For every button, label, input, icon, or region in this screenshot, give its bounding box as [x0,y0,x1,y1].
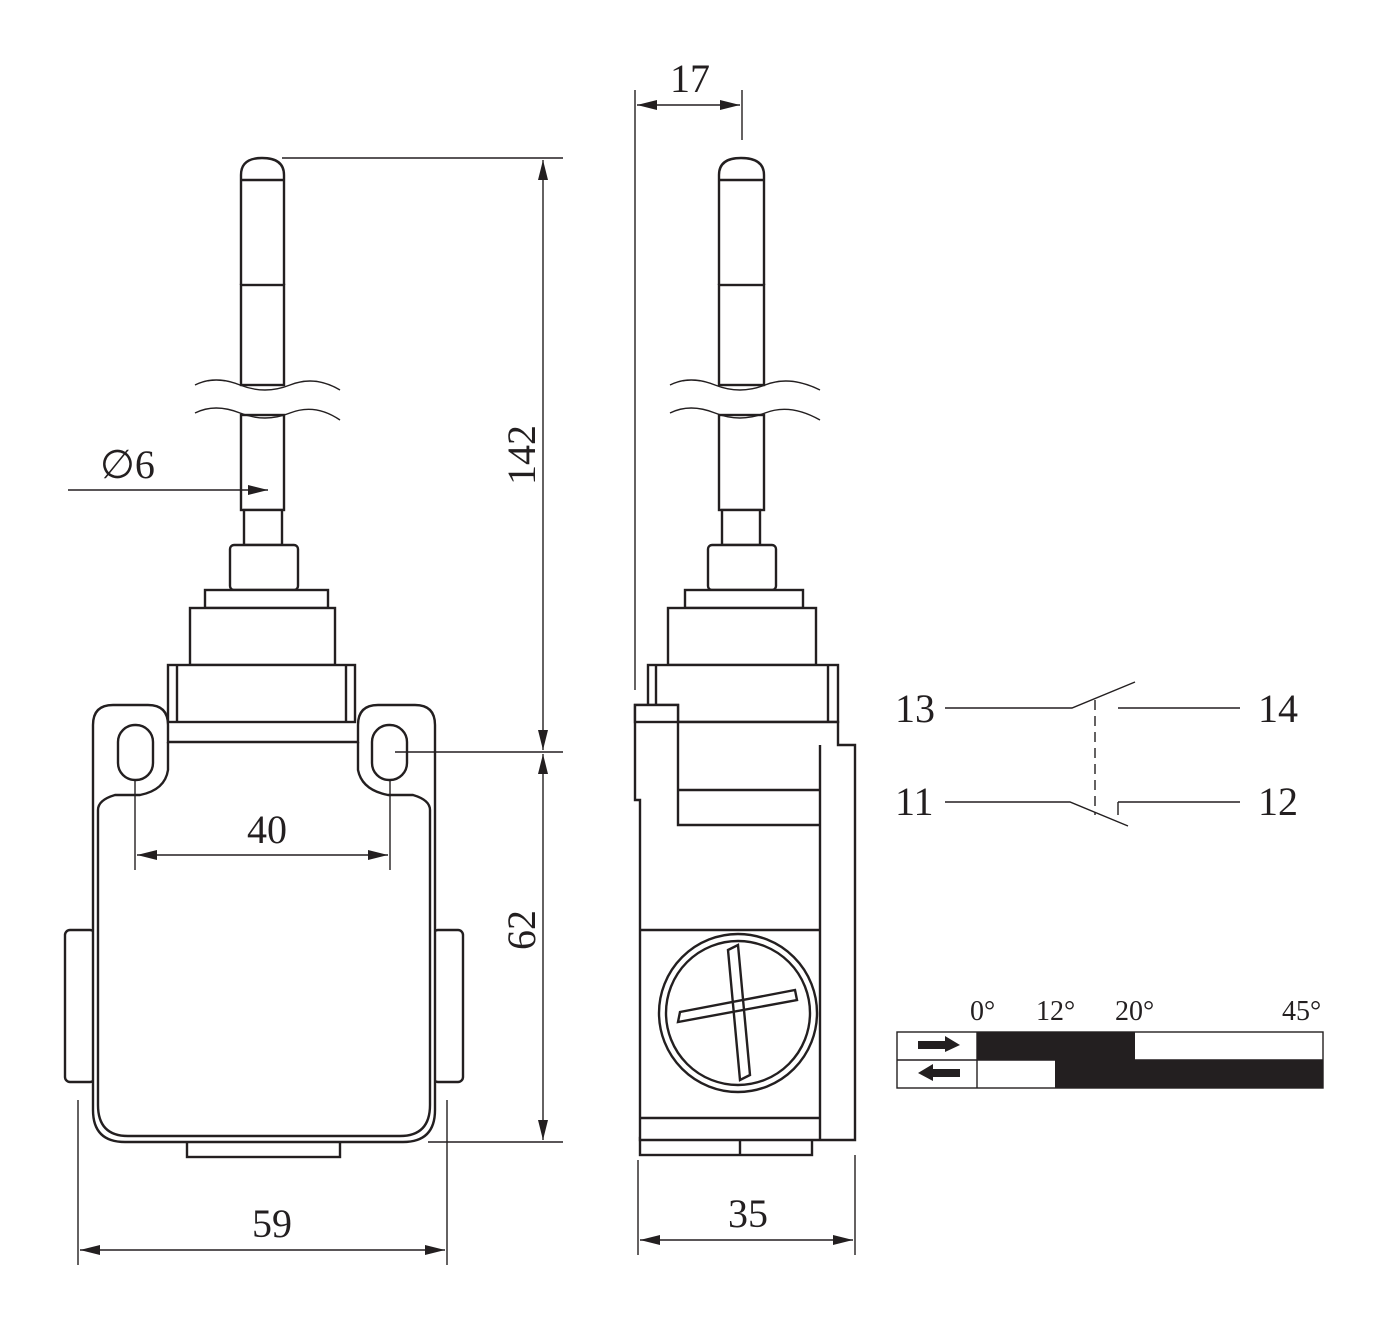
cable-gland [657,932,819,1094]
spring-rod [166,156,357,724]
dim-body-width: 59 [252,1201,292,1246]
side-dimensions: 17 35 [634,56,856,1255]
dim-total-height: 142 [499,425,544,485]
dim-hole-spacing: 40 [247,807,287,852]
terminal-11: 11 [895,779,934,824]
spring-rod-side [646,156,840,724]
angle-label: 12° [1036,996,1075,1027]
contact-schematic: 13 14 11 12 [895,681,1298,827]
side-view: 17 35 [633,56,857,1255]
terminal-13: 13 [895,686,935,731]
front-view: 142 62 40 59 ∅6 [63,156,563,1265]
dim-body-depth: 35 [728,1191,768,1236]
travel-diagram: 0° 12° 20° 45° [896,996,1324,1089]
arrow-right-icon [918,1036,960,1052]
terminal-12: 12 [1258,779,1298,824]
front-dimensions: 142 62 40 59 ∅6 [68,157,563,1265]
contact-closed-bar-forward [977,1032,1135,1060]
dim-rod-diameter: ∅6 [100,442,155,487]
arrow-left-icon [918,1064,960,1081]
angle-label: 20° [1115,996,1154,1027]
dim-rod-offset: 17 [670,56,710,101]
housing-side [633,703,857,1157]
housing [63,703,465,1159]
contact-closed-bar-return [1055,1060,1323,1088]
terminal-14: 14 [1258,686,1298,731]
angle-label: 0° [970,996,995,1027]
dim-body-height: 62 [499,910,544,950]
angle-label: 45° [1282,996,1321,1027]
